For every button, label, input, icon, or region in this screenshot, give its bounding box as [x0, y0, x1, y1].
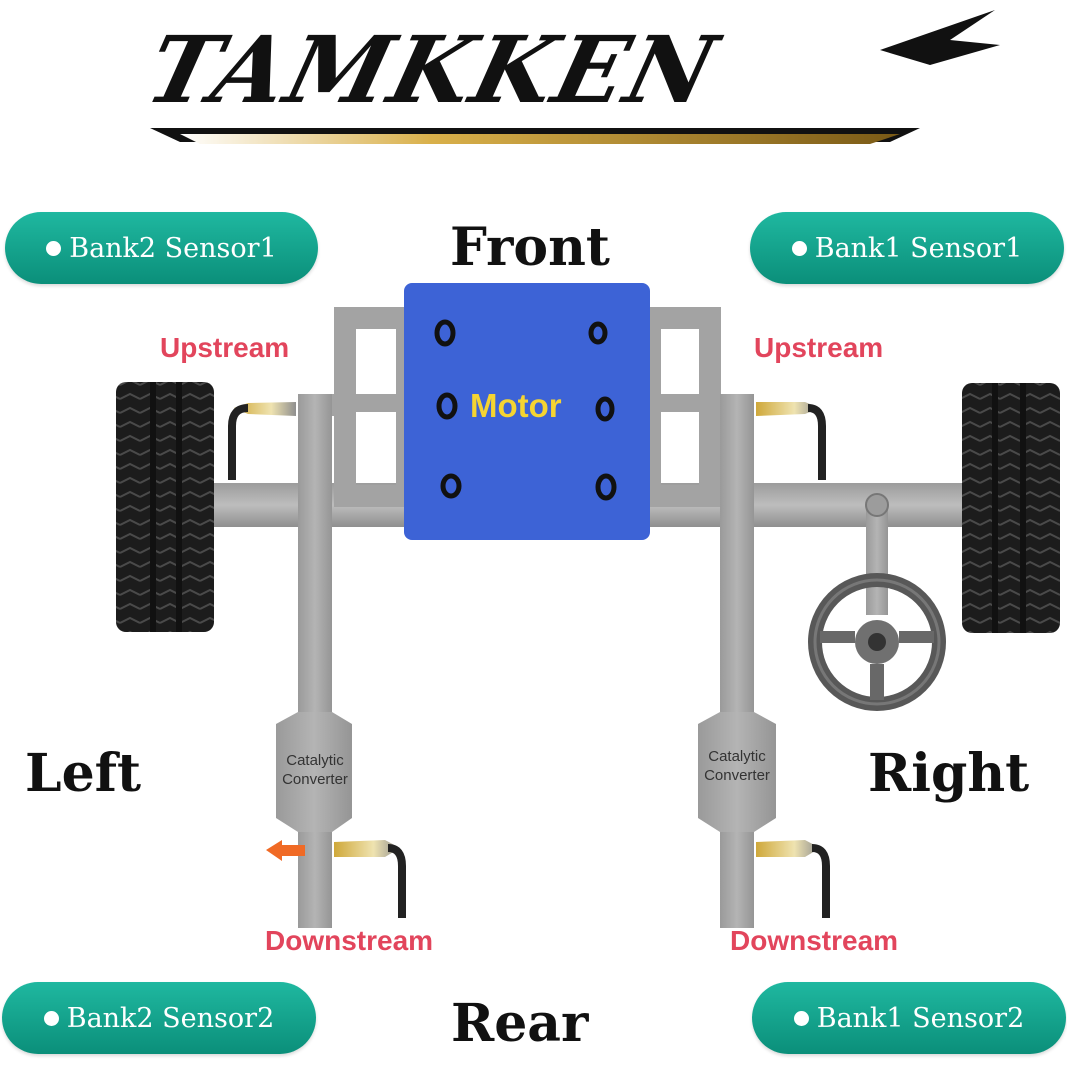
bullet-dot-icon	[43, 1010, 59, 1026]
bank1-sensor1-badge: Bank1 Sensor1	[750, 212, 1064, 284]
right-exhaust-pipe	[639, 307, 776, 928]
right-tire	[962, 383, 1060, 633]
downstream-left-label: Downstream	[265, 925, 434, 956]
engine-block	[404, 283, 650, 540]
converter-left-line1: Catalytic	[286, 752, 344, 769]
exhaust-flow-arrow	[266, 840, 305, 861]
steering-wheel	[808, 493, 946, 711]
left-label: Left	[25, 743, 142, 804]
bullet-dot-icon	[791, 240, 807, 256]
catalytic-converter-right-label: Catalytic Converter	[692, 748, 782, 786]
bank2-sensor2-label: Bank2 Sensor2	[66, 1002, 275, 1034]
upstream-sensor-right	[756, 402, 826, 480]
upstream-sensor-left	[228, 402, 296, 480]
bank1-sensor1-label: Bank1 Sensor1	[814, 232, 1023, 264]
catalytic-converter-left-label: Catalytic Converter	[270, 752, 360, 790]
downstream-sensor-right	[756, 840, 830, 918]
bank1-sensor2-badge: Bank1 Sensor2	[752, 982, 1066, 1054]
rear-label: Rear	[451, 993, 589, 1054]
upstream-left-label: Upstream	[160, 332, 290, 363]
upstream-right-label: Upstream	[754, 332, 884, 363]
brand-logo	[140, 10, 1000, 150]
front-label: Front	[450, 217, 610, 278]
engine-label: Motor	[470, 387, 562, 424]
downstream-right-label: Downstream	[730, 925, 899, 956]
downstream-sensor-left	[334, 840, 406, 918]
converter-right-line2: Converter	[704, 766, 770, 784]
converter-right-line1: Catalytic	[708, 748, 766, 765]
logo-underline	[150, 10, 1000, 144]
bank1-sensor2-label: Bank1 Sensor2	[816, 1002, 1025, 1034]
bank2-sensor2-badge: Bank2 Sensor2	[2, 982, 316, 1054]
bank2-sensor1-label: Bank2 Sensor1	[69, 232, 277, 264]
bullet-dot-icon	[793, 1010, 809, 1026]
converter-left-line2: Converter	[282, 770, 348, 788]
bank2-sensor1-badge: Bank2 Sensor1	[5, 212, 318, 284]
right-label: Right	[868, 743, 1030, 804]
left-tire	[116, 382, 214, 632]
bullet-dot-icon	[46, 240, 62, 256]
